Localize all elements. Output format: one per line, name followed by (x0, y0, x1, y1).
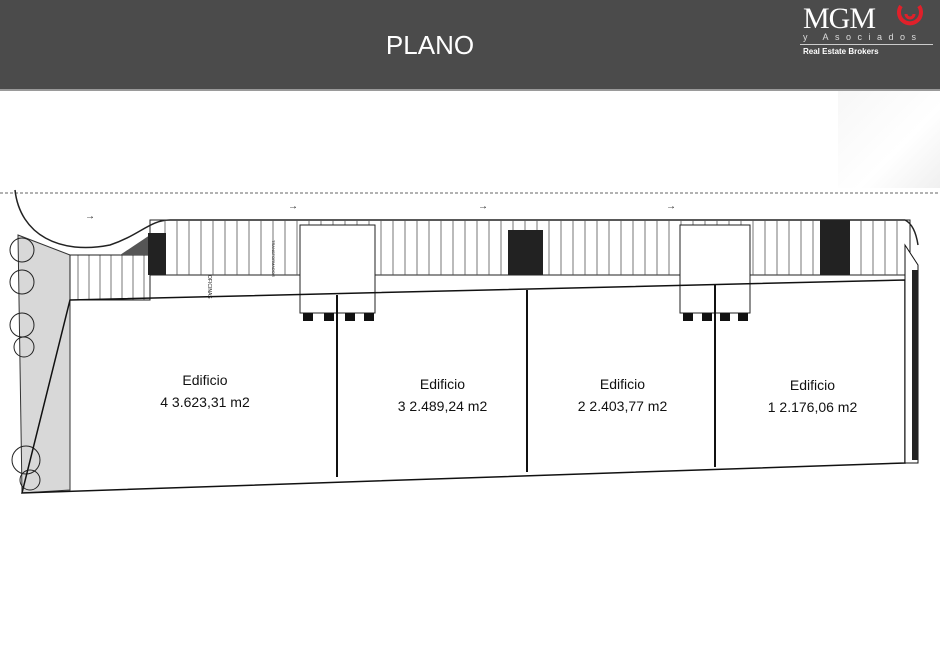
floor-plan-drawing: → → → → OFICINAS TRANSFORMADOR (0, 189, 940, 494)
decorative-corner (838, 91, 940, 188)
building-name: Edificio (182, 372, 228, 388)
page-title: PLANO (385, 30, 475, 60)
building-4-label: Edificio 4 3.623,31 m2 (150, 369, 260, 413)
offices-label: OFICINAS (206, 275, 212, 299)
slide-header: PLANO MGM y Asociados Real Estate Broker… (0, 0, 940, 91)
building-1-label: Edificio 1 2.176,06 m2 (755, 374, 870, 418)
building-area: 3 2.489,24 m2 (397, 398, 488, 414)
logo-swirl-icon (897, 4, 923, 26)
building-name: Edificio (419, 376, 466, 392)
building-area: 4 3.623,31 m2 (160, 394, 250, 410)
building-3-label: Edificio 3 2.489,24 m2 (385, 373, 500, 417)
company-logo: MGM y Asociados Real Estate Brokers (800, 2, 935, 58)
svg-text:→: → (85, 211, 95, 222)
logo-brand: MGM (803, 2, 876, 35)
building-area: 1 2.176,06 m2 (767, 399, 858, 415)
building-name: Edificio (599, 376, 646, 392)
svg-text:→: → (478, 201, 488, 212)
building-2-label: Edificio 2 2.403,77 m2 (565, 373, 680, 417)
logo-divider (800, 44, 933, 45)
transformer-label: TRANSFORMADOR (271, 240, 276, 277)
logo-tagline: Real Estate Brokers (803, 47, 879, 56)
svg-text:→: → (666, 201, 676, 212)
logo-subtitle: y Asociados (803, 32, 923, 42)
building-area: 2 2.403,77 m2 (577, 398, 668, 414)
building-name: Edificio (789, 377, 836, 393)
svg-text:→: → (288, 201, 298, 212)
floor-plan: → → → → OFICINAS TRANSFORMADOR Edificio 4 3… (0, 185, 940, 505)
